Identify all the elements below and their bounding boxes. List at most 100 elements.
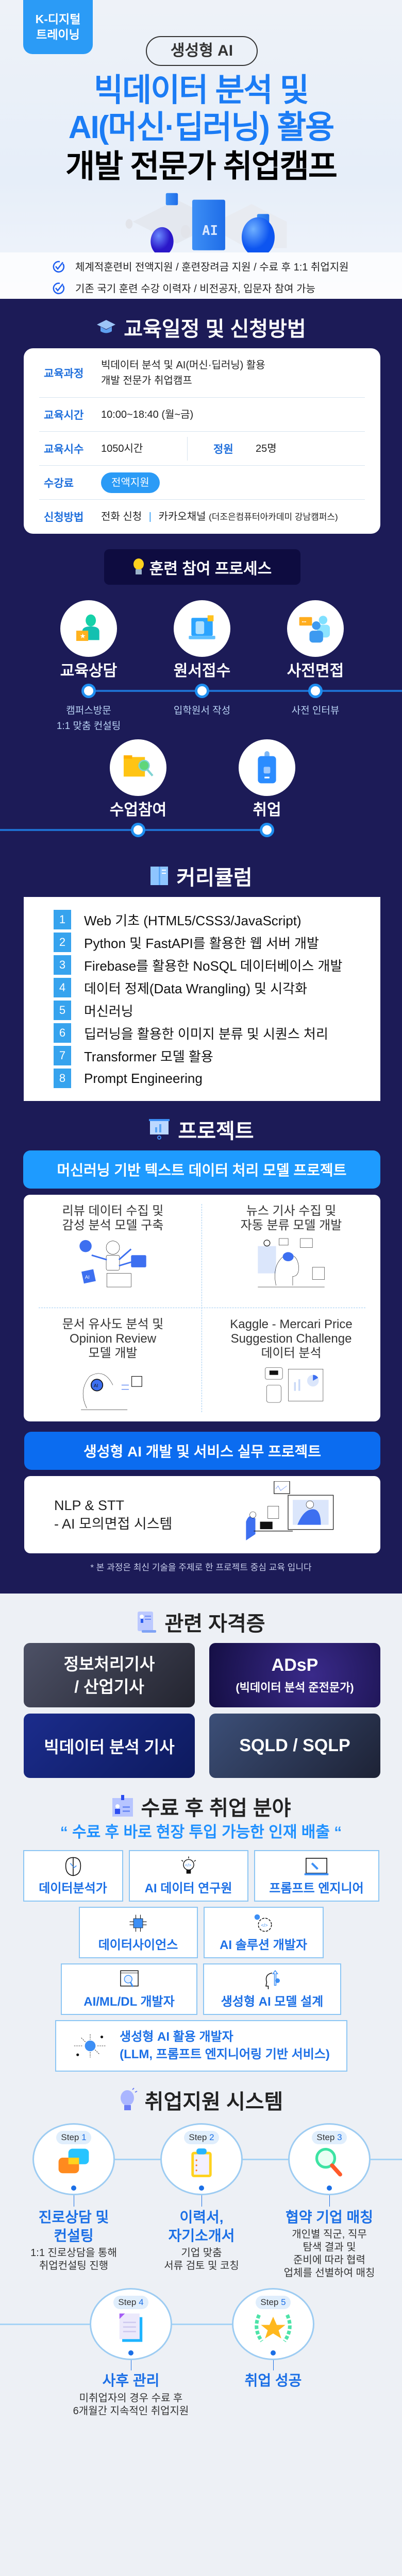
hero-title-line-1: 빅데이터 분석 및 <box>94 73 309 108</box>
support-step-title: 협약 기업 매칭 <box>285 2209 374 2225</box>
divider <box>187 436 188 461</box>
gear-network-icon <box>74 2034 107 2058</box>
step-connector-line <box>273 2360 274 2370</box>
schedule-row-hours: 교육시수 1050시간 정원 25명 <box>39 432 365 466</box>
curriculum-item: 5 머신러닝 <box>24 999 380 1022</box>
laptop-wrench-icon <box>304 1858 329 1875</box>
support-step-title: 사후 관리 <box>102 2372 160 2388</box>
fee-badge: 전액지원 <box>101 472 160 493</box>
cert-card-sqld: SQLD / SQLP <box>209 1714 380 1778</box>
process-circle-interview: ••• <box>287 600 344 657</box>
ai-interview-illustration <box>246 1481 334 1540</box>
job-ai-ml-dl-developer: AI/ML/DL 개발자 <box>61 1963 197 2015</box>
benefit-text: 체계적훈련비 전액지원 / 훈련장려금 지원 / 수료 후 1:1 취업지원 <box>75 262 349 273</box>
support-step-2-circle: Step 2 <box>160 2123 243 2195</box>
certificates-heading-text: 관련 자격증 <box>164 1613 265 1635</box>
gear-code-icon: </> <box>254 1914 272 1932</box>
job-label: 데이터사이언스 <box>98 1938 178 1952</box>
job-data-analyst: 데이터분석가 <box>23 1850 123 1902</box>
apply-kakao-note: (더조은컴퓨터아카데미 강남캠퍼스) <box>209 512 338 522</box>
job-genai-application-developer: 생성형 AI 활용 개발자 (LLM, 프롬프트 엔지니어링 기반 서비스) <box>55 2020 347 2072</box>
hero-title-line-2: AI(머신·딥러닝) 활용 <box>68 110 334 145</box>
project-heading-text: 프로젝트 <box>178 1120 254 1143</box>
timeline-dot <box>81 684 96 698</box>
cert-name: SQLD / SQLP <box>239 1736 350 1755</box>
check-circle-icon <box>53 282 65 294</box>
genai-project-card: NLP & STT - AI 모의면접 시스템 <box>24 1476 380 1553</box>
step-connector-line <box>329 2195 330 2207</box>
badge-line-2: 트레이닝 <box>36 28 80 41</box>
light-section: 관련 자격증 정보처리기사 / 산업기사 ADsP (빅데이터 분석 준전문가)… <box>0 1594 402 2448</box>
process-step-label: 원서접수 <box>173 663 231 680</box>
svg-text:</>: </> <box>185 1862 191 1868</box>
project-cell: Kaggle - Mercari Price Suggestion Challe… <box>202 1308 380 1421</box>
process-circle-class <box>110 739 166 796</box>
item-text: 딥러닝을 활용한 이미지 분류 및 시퀀스 처리 <box>84 1026 328 1042</box>
support-step-1-circle: Step 1 <box>32 2123 115 2195</box>
book-icon <box>150 867 169 885</box>
project-cell: 뉴스 기사 수집 및 자동 분류 모델 개발 <box>202 1195 380 1308</box>
id-badge-icon <box>258 751 276 784</box>
item-text: 머신러닝 <box>84 1003 133 1019</box>
project-heading: 프로젝트 <box>0 1116 402 1143</box>
support-step-desc: 미취업자의 경우 수료 후 6개월간 지속적인 취업지원 <box>73 2393 189 2417</box>
support-step-title: 이력서, 자기소개서 <box>168 2209 235 2244</box>
idea-code-bulb-icon: </> <box>181 1856 196 1874</box>
schedule-row-fee: 수강료 전액지원 <box>39 466 365 500</box>
item-number: 1 <box>54 910 71 929</box>
item-number: 4 <box>54 978 71 997</box>
curriculum-heading-text: 커리큘럼 <box>176 867 253 889</box>
process-title-pill: 훈련 참여 프로세스 <box>104 549 300 585</box>
job-prompt-engineer: 프롬프트 엔지니어 <box>254 1850 379 1902</box>
step-dot <box>327 2185 332 2191</box>
timeline-dot <box>195 684 209 698</box>
cert-name: 빅데이터 분석 기사 <box>44 1737 175 1756</box>
time-value: 10:00~18:40 (월~금) <box>101 409 194 420</box>
job-genai-model-design: 생성형 AI 모델 설계 <box>203 1963 341 2015</box>
badge-line-1: K-디지털 <box>35 12 81 26</box>
job-label: 데이터분석가 <box>39 1882 107 1895</box>
process-timeline <box>89 690 402 692</box>
graduation-cap-icon <box>97 320 116 333</box>
schedule-heading: 교육일정 및 신청방법 <box>0 314 402 341</box>
genai-project-banner: 생성형 AI 개발 및 서비스 실무 프로젝트 <box>24 1432 380 1470</box>
step-badge: Step 4 <box>113 2296 148 2309</box>
timeline-dot <box>131 823 145 837</box>
process-circle-consult: ★ <box>60 600 117 657</box>
check-circle-icon <box>53 261 65 273</box>
item-number: 5 <box>54 1001 71 1020</box>
project-cell: 문서 유사도 분석 및 Opinion Review 모델 개발 AI <box>24 1308 202 1421</box>
jobs-row: AI/ML/DL 개발자 생성형 AI 모델 설계 <box>0 1963 402 2015</box>
jobs-row: 데이터분석가 </> AI 데이터 연구원 프롬프트 엔지니어 <box>0 1850 402 1902</box>
course-value: 빅데이터 분석 및 AI(머신·딥러닝) 활용 개발 전문가 취업캠프 <box>101 359 265 386</box>
process-circle-application <box>174 600 230 657</box>
step-badge: Step 3 <box>312 2131 347 2144</box>
capacity-label: 정원 <box>213 443 233 455</box>
benefit-item: 기존 국기 훈련 수강 이력자 / 비전공자, 입문자 참여 가능 <box>52 280 315 295</box>
support-connector <box>0 2324 90 2325</box>
lightbulb-icon <box>133 558 144 574</box>
lightbulb-icon <box>120 2088 138 2110</box>
benefit-text: 기존 국기 훈련 수강 이력자 / 비전공자, 입문자 참여 가능 <box>75 283 315 295</box>
id-card-icon <box>112 1795 133 1817</box>
benefit-item: 체계적훈련비 전액지원 / 훈련장려금 지원 / 수료 후 1:1 취업지원 <box>52 259 349 274</box>
item-text: Firebase를 활용한 NoSQL 데이터베이스 개발 <box>84 958 343 974</box>
item-text: Web 기초 (HTML5/CSS3/JavaScript) <box>84 912 301 928</box>
job-label: AI 솔루션 개발자 <box>220 1938 307 1952</box>
magnifier-icon <box>315 2148 342 2177</box>
star-laurel-icon <box>255 2314 292 2342</box>
svg-text:AI: AI <box>202 223 218 239</box>
clipboard-icon <box>191 2148 212 2177</box>
certificate-scroll-icon <box>138 1612 157 1633</box>
jobs-heading: 수료 후 취업 분야 <box>0 1793 402 1820</box>
item-number: 8 <box>54 1069 71 1088</box>
step-dot <box>71 2185 76 2191</box>
consultant-icon: ★ <box>76 614 99 641</box>
ai-brain-documents-illustration: AI <box>81 1373 142 1410</box>
cert-card-bigdata-engineer: 빅데이터 분석 기사 <box>24 1714 195 1778</box>
cert-name: 정보처리기사 / 산업기사 <box>63 1654 155 1696</box>
certificates-heading: 관련 자격증 <box>0 1609 402 1635</box>
